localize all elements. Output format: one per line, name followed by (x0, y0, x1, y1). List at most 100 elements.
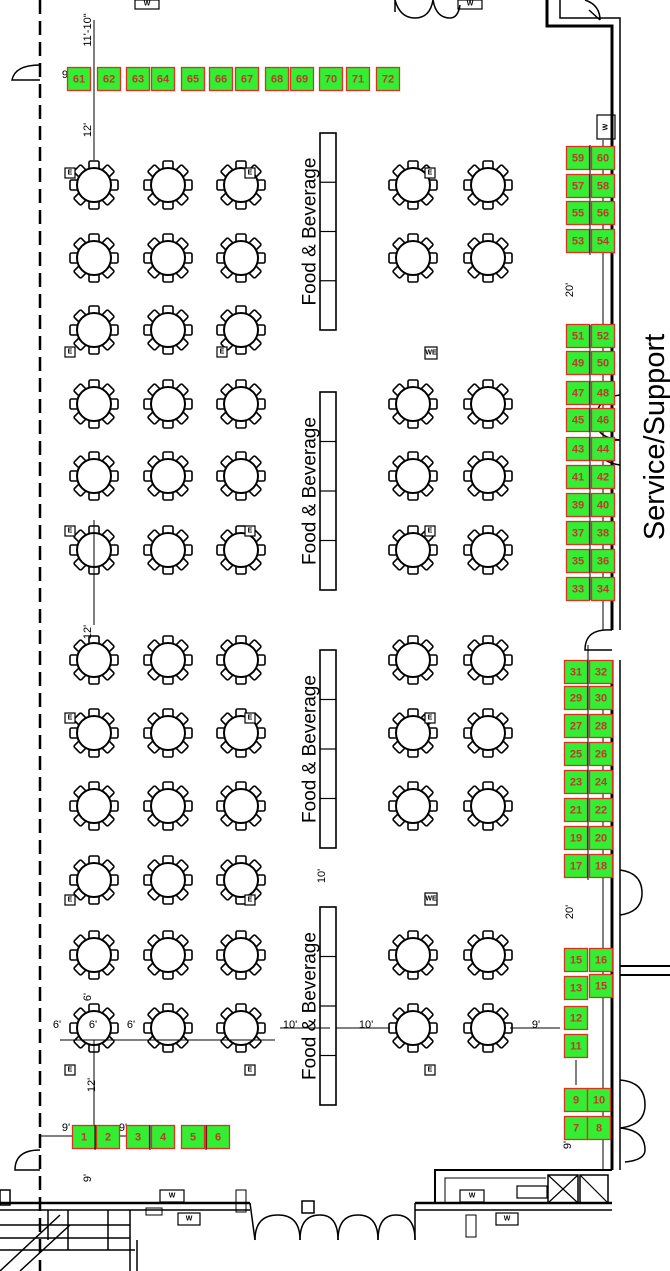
booth-14[interactable]: 15 (563, 947, 589, 973)
booth-6[interactable]: 6 (205, 1124, 231, 1150)
booth-36[interactable]: 36 (590, 548, 616, 574)
booth-number: 53 (572, 236, 584, 248)
booth-46[interactable]: 46 (590, 407, 616, 433)
booth-53[interactable]: 53 (565, 228, 591, 254)
booth-number: 15 (570, 955, 582, 967)
booth-41[interactable]: 41 (565, 464, 591, 490)
booth-33[interactable]: 33 (565, 576, 591, 602)
booth-59[interactable]: 59 (565, 145, 591, 171)
booth-13[interactable]: 13 (563, 975, 589, 1001)
booth-55[interactable]: 55 (565, 200, 591, 226)
booth-39[interactable]: 39 (565, 492, 591, 518)
booth-15[interactable]: 15 (588, 973, 614, 999)
booth-63[interactable]: 63 (125, 66, 151, 92)
booth-19[interactable]: 19 (563, 825, 589, 851)
booth-65[interactable]: 65 (180, 66, 206, 92)
table-top (150, 642, 186, 678)
booth-71[interactable]: 71 (345, 66, 371, 92)
booth-67[interactable]: 67 (234, 66, 260, 92)
round-table (143, 305, 193, 355)
booth-60[interactable]: 60 (590, 145, 616, 171)
booth-3[interactable]: 3 (125, 1124, 151, 1150)
booth-35[interactable]: 35 (565, 548, 591, 574)
booth-5[interactable]: 5 (180, 1124, 206, 1150)
booth-26[interactable]: 26 (588, 741, 614, 767)
booth-56[interactable]: 56 (590, 200, 616, 226)
booth-number: 5 (190, 1132, 196, 1144)
table-top (150, 532, 186, 568)
booth-9[interactable]: 9 (563, 1087, 589, 1113)
booth-1[interactable]: 1 (71, 1124, 97, 1150)
booth-number: 36 (597, 556, 609, 568)
electrical-marker: E (64, 167, 76, 179)
booth-58[interactable]: 58 (590, 173, 616, 199)
booth-18[interactable]: 18 (588, 853, 614, 879)
electrical-marker: E (424, 525, 436, 537)
booth-48[interactable]: 48 (590, 380, 616, 406)
booth-70[interactable]: 70 (318, 66, 344, 92)
booth-32[interactable]: 32 (588, 659, 614, 685)
booth-29[interactable]: 29 (563, 685, 589, 711)
booth-25[interactable]: 25 (563, 741, 589, 767)
booth-44[interactable]: 44 (590, 436, 616, 462)
booth-54[interactable]: 54 (590, 228, 616, 254)
round-table (216, 160, 266, 210)
booth-62[interactable]: 62 (96, 66, 122, 92)
booth-20[interactable]: 20 (588, 825, 614, 851)
booth-23[interactable]: 23 (563, 769, 589, 795)
booth-21[interactable]: 21 (563, 797, 589, 823)
round-table (388, 160, 438, 210)
booth-12[interactable]: 12 (563, 1005, 589, 1031)
booth-30[interactable]: 30 (588, 685, 614, 711)
booth-8[interactable]: 8 (586, 1115, 612, 1141)
booth-number: 16 (595, 955, 607, 967)
booth-11[interactable]: 11 (563, 1033, 589, 1059)
booth-number: 39 (572, 500, 584, 512)
electrical-marker: E (424, 167, 436, 179)
booth-2[interactable]: 2 (95, 1124, 121, 1150)
table-top (150, 862, 186, 898)
booth-69[interactable]: 69 (289, 66, 315, 92)
booth-34[interactable]: 34 (590, 576, 616, 602)
food-beverage-label: Food & Beverage (300, 932, 321, 1080)
round-table (143, 451, 193, 501)
booth-66[interactable]: 66 (208, 66, 234, 92)
booth-number: 34 (597, 584, 610, 596)
table-top (395, 167, 431, 203)
booth-40[interactable]: 40 (590, 492, 616, 518)
booth-17[interactable]: 17 (563, 853, 589, 879)
booth-38[interactable]: 38 (590, 520, 616, 546)
booth-47[interactable]: 47 (565, 380, 591, 406)
booth-37[interactable]: 37 (565, 520, 591, 546)
round-table (69, 708, 119, 758)
round-table (216, 708, 266, 758)
booth-49[interactable]: 49 (565, 350, 591, 376)
booth-43[interactable]: 43 (565, 436, 591, 462)
booth-4[interactable]: 4 (150, 1124, 176, 1150)
booth-10[interactable]: 10 (586, 1087, 612, 1113)
food-beverage-label: Food & Beverage (300, 417, 321, 565)
table-top (223, 1010, 259, 1046)
booth-51[interactable]: 51 (565, 323, 591, 349)
booth-24[interactable]: 24 (588, 769, 614, 795)
booth-61[interactable]: 61 (66, 66, 92, 92)
equipment-x2 (547, 1174, 579, 1204)
booth-7[interactable]: 7 (563, 1115, 589, 1141)
booth-45[interactable]: 45 (565, 407, 591, 433)
booth-31[interactable]: 31 (563, 659, 589, 685)
booth-22[interactable]: 22 (588, 797, 614, 823)
booth-number: 30 (595, 693, 607, 705)
booth-72[interactable]: 72 (375, 66, 401, 92)
booth-57[interactable]: 57 (565, 173, 591, 199)
booth-50[interactable]: 50 (590, 350, 616, 376)
booth-28[interactable]: 28 (588, 713, 614, 739)
booth-27[interactable]: 27 (563, 713, 589, 739)
booth-42[interactable]: 42 (590, 464, 616, 490)
round-table (216, 930, 266, 980)
booth-64[interactable]: 64 (150, 66, 176, 92)
booth-68[interactable]: 68 (264, 66, 290, 92)
table-top (470, 458, 506, 494)
booth-52[interactable]: 52 (590, 323, 616, 349)
wall-boxes (134, 0, 616, 1226)
booth-16[interactable]: 16 (588, 947, 614, 973)
